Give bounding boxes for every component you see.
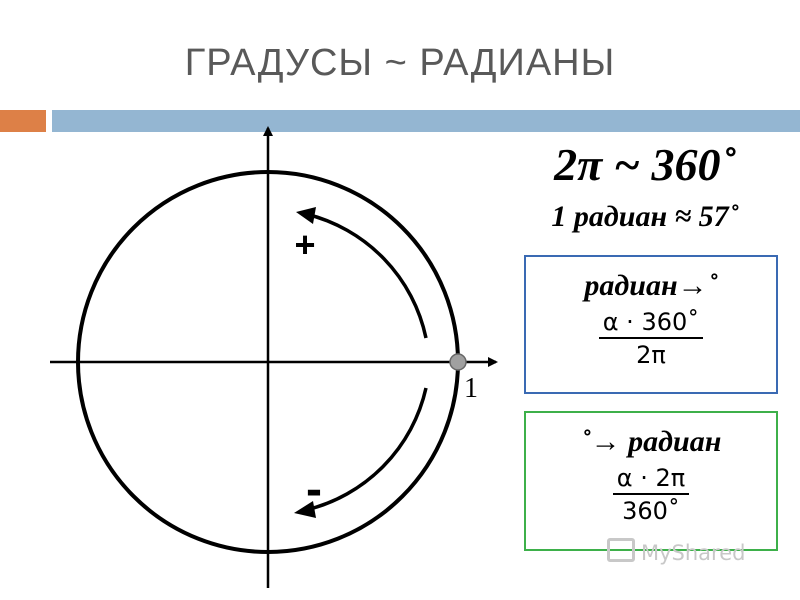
- degree-to-radian-box: ˚→ радиан α · 2π 360˚: [524, 411, 778, 551]
- degree-to-radian-numerator: α · 2π: [612, 463, 690, 495]
- radian-to-degree-heading: радиан→˚: [584, 269, 718, 302]
- presentation-icon: [607, 538, 635, 562]
- negative-arrowhead: [294, 501, 316, 518]
- approximation-formula: 1 радиан ≈ 57˚: [551, 200, 739, 233]
- plus-label: +: [294, 224, 315, 265]
- degree-to-radian-heading: ˚→ радиан: [580, 425, 722, 458]
- watermark-text: MyShared: [641, 541, 746, 565]
- radian-to-degree-box: радиан→˚ α · 360˚ 2π: [524, 255, 778, 394]
- minus-label: -: [306, 463, 322, 516]
- positive-direction-arc: [305, 212, 428, 339]
- accent-bar-orange: [0, 110, 46, 132]
- negative-direction-arc: [305, 387, 428, 512]
- unit-point-marker: [449, 353, 467, 371]
- radian-to-degree-numerator: α · 360˚: [598, 307, 704, 339]
- positive-arrowhead: [296, 207, 316, 224]
- unit-label: 1: [464, 373, 478, 404]
- equivalence-formula: 2π ~ 360˚: [554, 139, 736, 190]
- degree-to-radian-denominator: 360˚: [622, 497, 680, 525]
- watermark: MyShared: [607, 538, 745, 565]
- accent-bar-blue: [52, 110, 800, 132]
- page-title: ГРАДУСЫ ~ РАДИАНЫ: [184, 42, 616, 84]
- radian-to-degree-denominator: 2π: [636, 341, 666, 369]
